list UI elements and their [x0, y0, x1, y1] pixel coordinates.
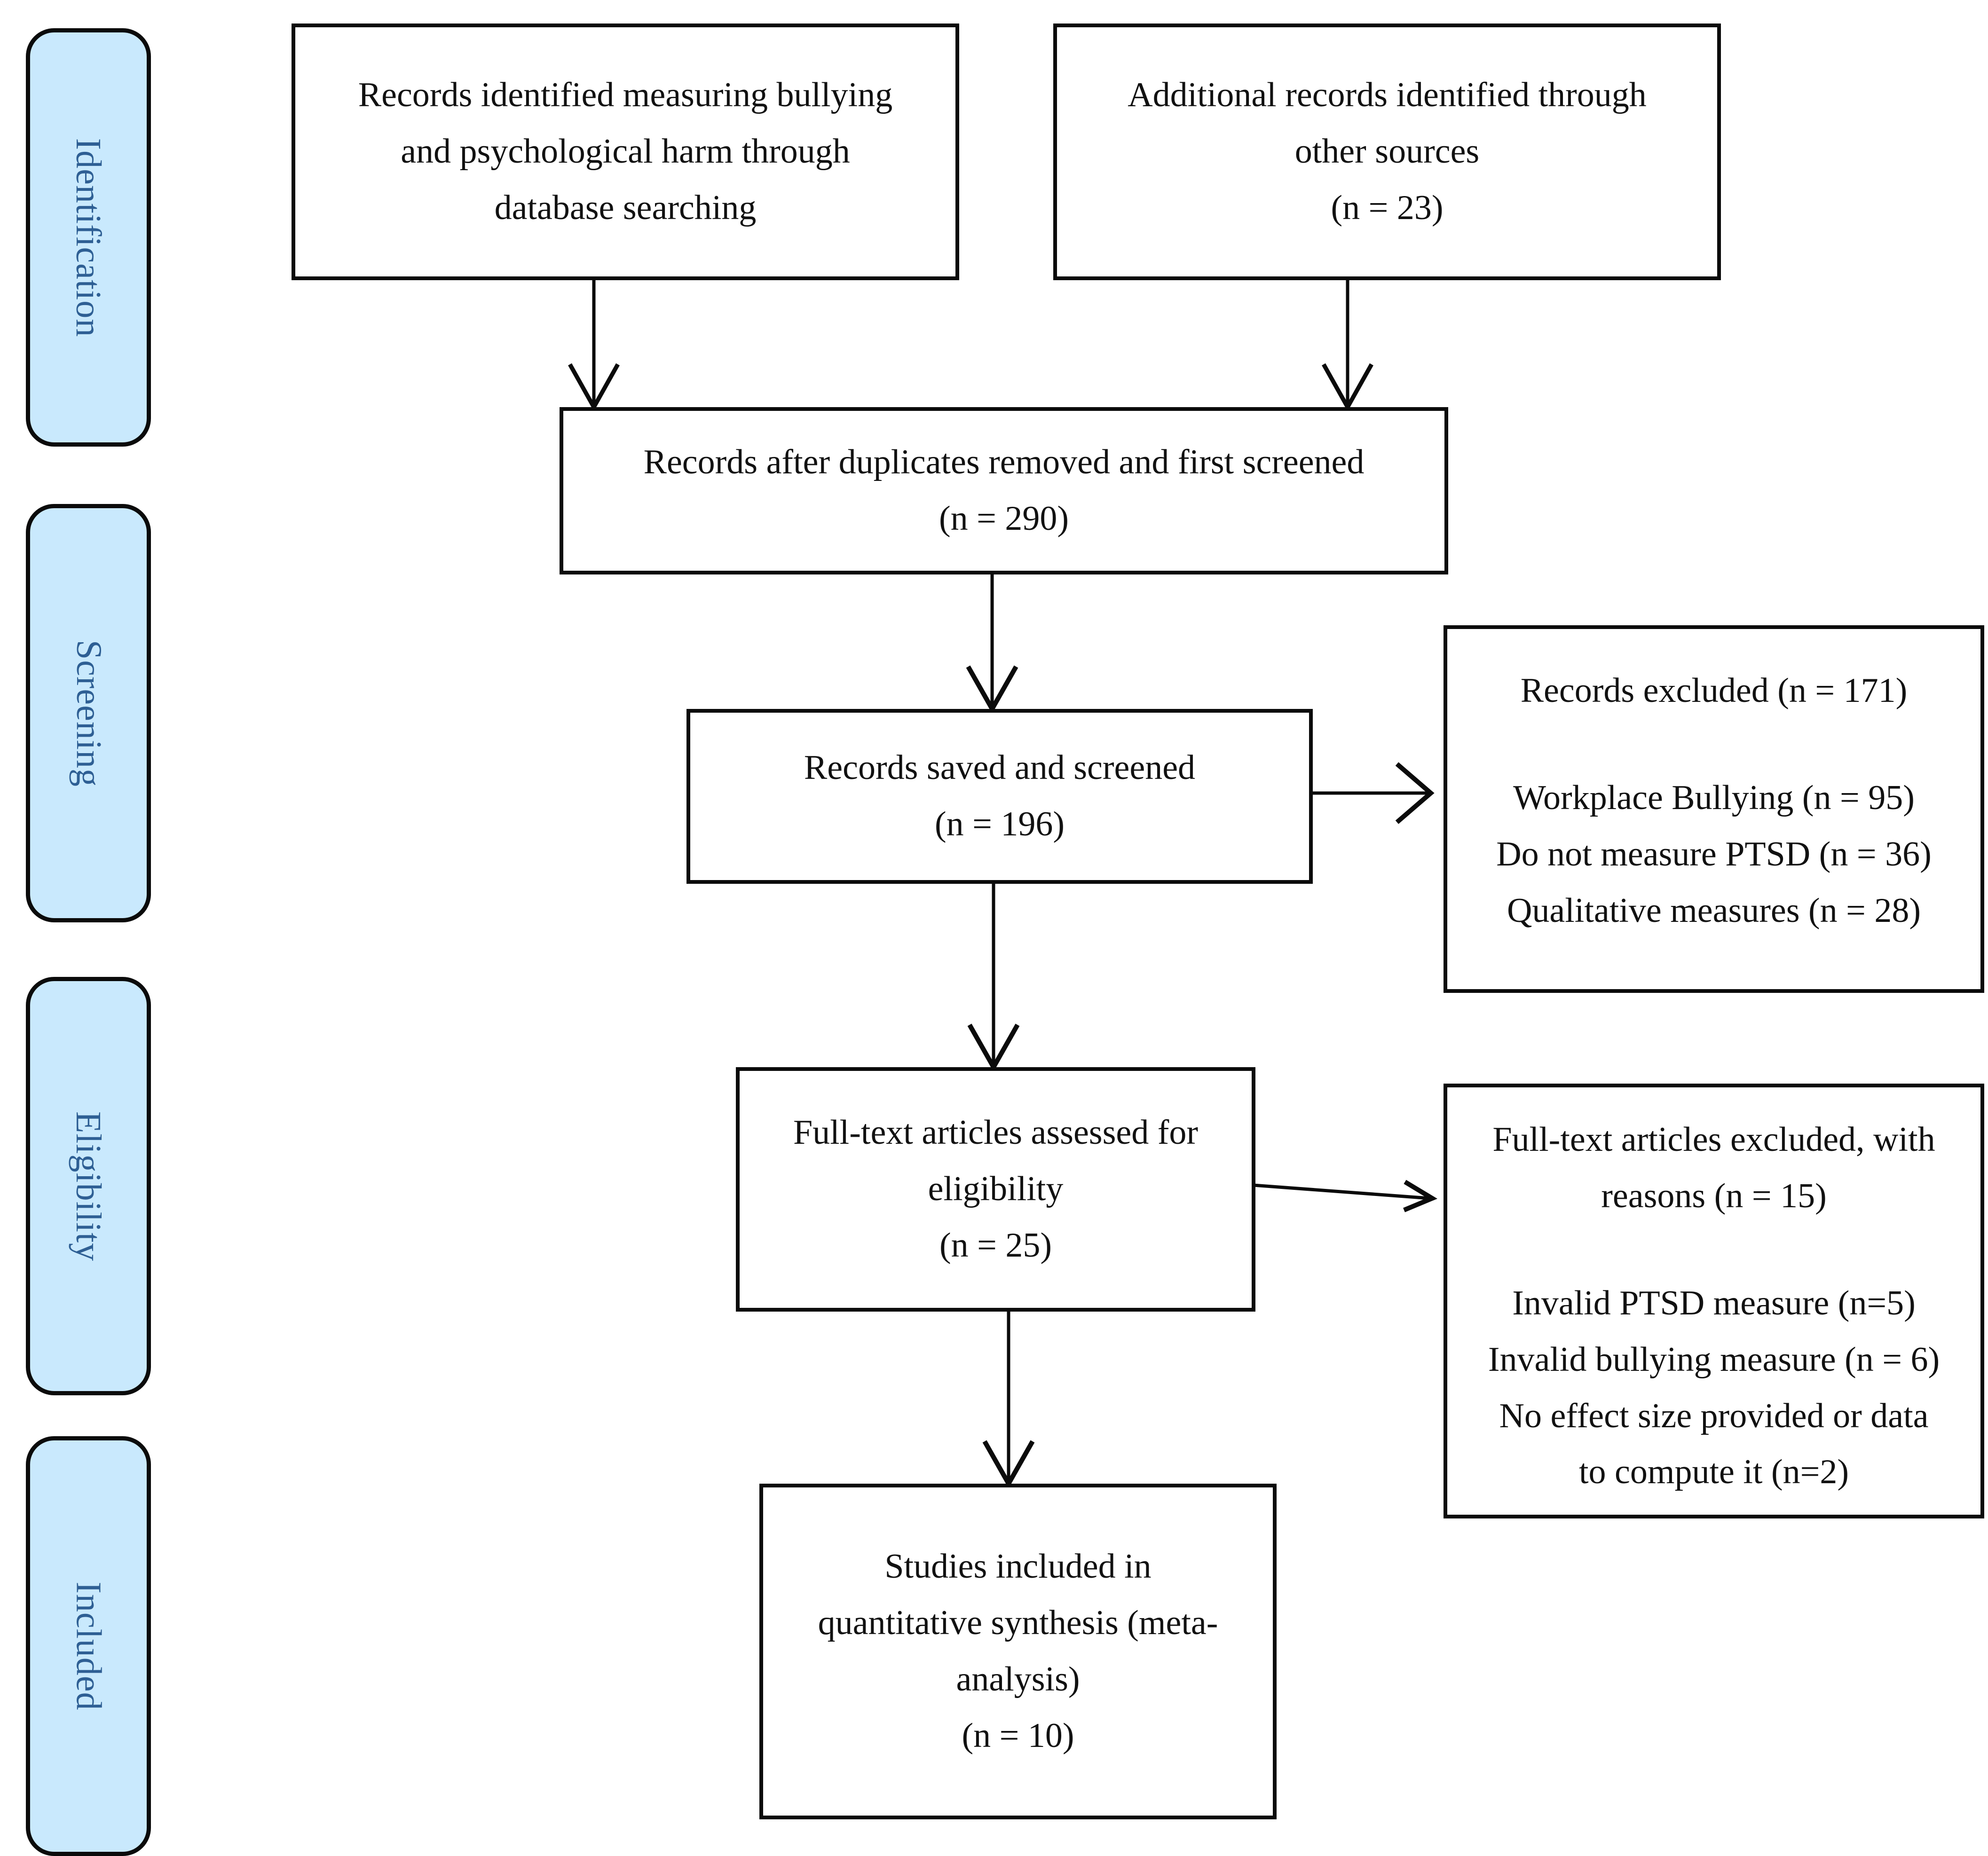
box-records-after-duplicates-removed: Records after duplicates removed and fir… [560, 407, 1448, 574]
box-studies-included: Studies included in quantitative synthes… [759, 1484, 1277, 1819]
fulltext-excluded-heading: reasons (n = 15) [1601, 1176, 1827, 1215]
fulltext-excluded-reason: No effect size provided or data [1499, 1396, 1929, 1435]
box-fulltext-articles-assessed: Full-text articles assessed for eligibil… [736, 1067, 1255, 1312]
arrowhead-other-sources-to-duplicates [1322, 363, 1373, 412]
box-line: Records after duplicates removed and fir… [643, 443, 1365, 482]
box-line: (n = 290) [939, 499, 1069, 538]
stage-pill-included: Included [26, 1436, 151, 1856]
box-records-saved-and-screened: Records saved and screened (n = 196) [686, 709, 1313, 884]
arrowhead-duplicates-to-screened [966, 665, 1018, 714]
fulltext-excluded-reason: Invalid bullying measure (n = 6) [1488, 1340, 1940, 1379]
records-excluded-reason: Do not measure PTSD (n = 36) [1496, 834, 1932, 873]
arrowhead-screened-to-excluded [1395, 762, 1435, 824]
box-fulltext-articles-excluded: Full-text articles excluded, with reason… [1444, 1084, 1984, 1518]
box-line: Full-text articles assessed for [793, 1113, 1199, 1152]
box-line: Records saved and screened [804, 748, 1196, 787]
box-records-identified-database: Records identified measuring bullying an… [292, 24, 959, 280]
box-additional-records-other-sources: Additional records identified through ot… [1053, 24, 1721, 280]
records-excluded-heading: Records excluded (n = 171) [1520, 671, 1908, 710]
arrowhead-db-search-to-duplicates [568, 363, 620, 412]
stage-label-identification: Identification [69, 138, 109, 337]
box-records-excluded: Records excluded (n = 171) Workplace Bul… [1444, 625, 1984, 993]
stage-pill-screening: Screening [26, 504, 151, 922]
box-line: (n = 25) [939, 1226, 1052, 1265]
fulltext-excluded-reason: to compute it (n=2) [1578, 1453, 1849, 1492]
box-line: Studies included in [884, 1547, 1152, 1586]
box-line: other sources [1294, 132, 1480, 171]
stage-pill-eligibility: Eligibility [26, 977, 151, 1395]
records-excluded-reason: Qualitative measures (n = 28) [1507, 891, 1921, 930]
arrowhead-screened-to-fulltext [967, 1023, 1020, 1072]
box-line: quantitative synthesis (meta- [818, 1604, 1218, 1643]
fulltext-excluded-reason: Invalid PTSD measure (n=5) [1512, 1283, 1916, 1322]
stage-label-eligibility: Eligibility [69, 1111, 109, 1261]
fulltext-excluded-heading: Full-text articles excluded, with [1492, 1120, 1935, 1159]
box-line: (n = 10) [962, 1716, 1074, 1755]
arrowhead-fulltext-to-fulltext-excluded [1403, 1180, 1438, 1212]
box-line: (n = 196) [934, 805, 1065, 843]
box-line: Additional records identified through [1128, 76, 1647, 115]
stage-pill-identification: Identification [26, 28, 151, 447]
box-line: eligibility [928, 1170, 1064, 1209]
arrow-fulltext-to-fulltext-excluded [1246, 1183, 1430, 1200]
stage-label-included: Included [69, 1581, 109, 1711]
arrowhead-fulltext-to-included [982, 1440, 1035, 1489]
box-line: analysis) [956, 1660, 1080, 1699]
records-excluded-reason: Workplace Bullying (n = 95) [1513, 778, 1915, 817]
box-line: (n = 23) [1331, 188, 1444, 227]
stage-label-screening: Screening [69, 639, 109, 787]
box-line: database searching [494, 188, 757, 227]
box-line: and psychological harm through [401, 132, 850, 171]
box-line: Records identified measuring bullying [358, 76, 893, 115]
